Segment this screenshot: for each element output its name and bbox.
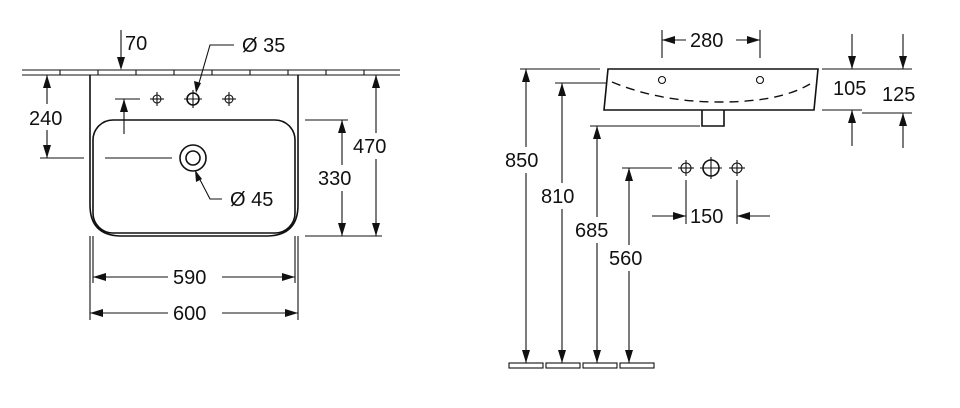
dim-total-depth-label: 470 <box>353 136 386 158</box>
dim-h-850-label: 850 <box>505 150 538 172</box>
dim-rim-height: 105 <box>822 34 912 146</box>
tap-detail <box>678 157 745 179</box>
basin-side-outline <box>603 68 819 111</box>
tap-hole-center-icon <box>184 90 202 108</box>
bowl-outline <box>92 119 296 234</box>
dim-bowl-width-label: 590 <box>173 267 206 289</box>
dim-tap-height: 240 <box>28 75 140 159</box>
dim-h-850: 850 <box>504 68 600 363</box>
dim-waste: Ø 45 <box>195 170 273 211</box>
dim-hole-spacing: 280 <box>661 30 761 58</box>
dim-tap-offset: 70 <box>117 30 147 70</box>
side-view: 280 105 125 <box>504 30 915 369</box>
dim-bowl-depth: 330 <box>305 119 360 237</box>
tap-hole-left-icon <box>150 92 164 106</box>
front-view: 70 Ø 35 240 Ø 45 <box>22 30 400 325</box>
dim-tap-height-label: 240 <box>29 108 62 130</box>
dim-rim-height-label: 105 <box>833 78 866 100</box>
dim-tap-hole-label: Ø 35 <box>242 35 285 57</box>
floor-line <box>508 362 655 369</box>
dim-hole-spacing-label: 280 <box>690 30 723 52</box>
tap-hole-right-icon <box>222 92 236 106</box>
waste-outlet-icon <box>105 144 207 172</box>
tap-hole-center-icon <box>700 157 722 179</box>
dim-bowl-width: 590 <box>92 236 296 289</box>
dim-total-width-label: 600 <box>173 303 206 325</box>
tap-hole-left-icon <box>678 160 694 176</box>
dim-tap-spacing-label: 150 <box>690 206 723 228</box>
dim-total-width: 600 <box>89 236 299 325</box>
dim-h-685: 685 <box>574 125 700 363</box>
dim-tap-hole: Ø 35 <box>194 35 285 93</box>
side-waste-outlet <box>701 110 725 127</box>
dim-total-height: 125 <box>862 34 915 148</box>
wall-line <box>22 69 400 76</box>
dim-h-560-label: 560 <box>609 248 642 270</box>
dim-h-560: 560 <box>608 167 672 363</box>
dim-h-685-label: 685 <box>575 220 608 242</box>
tap-hole-right-icon <box>729 160 745 176</box>
bowl-hidden-line <box>611 81 811 103</box>
dim-tap-spacing: 150 <box>652 180 770 228</box>
side-tap-holes <box>657 75 765 85</box>
dim-h-810: 810 <box>540 82 606 363</box>
basin-outline <box>89 75 299 237</box>
dim-total-height-label: 125 <box>882 84 915 106</box>
dim-waste-label: Ø 45 <box>230 189 273 211</box>
dim-h-810-label: 810 <box>541 186 574 208</box>
dim-bowl-depth-label: 330 <box>318 168 351 190</box>
dim-total-depth: 470 <box>348 75 395 237</box>
dim-tap-offset-label: 70 <box>125 33 147 55</box>
